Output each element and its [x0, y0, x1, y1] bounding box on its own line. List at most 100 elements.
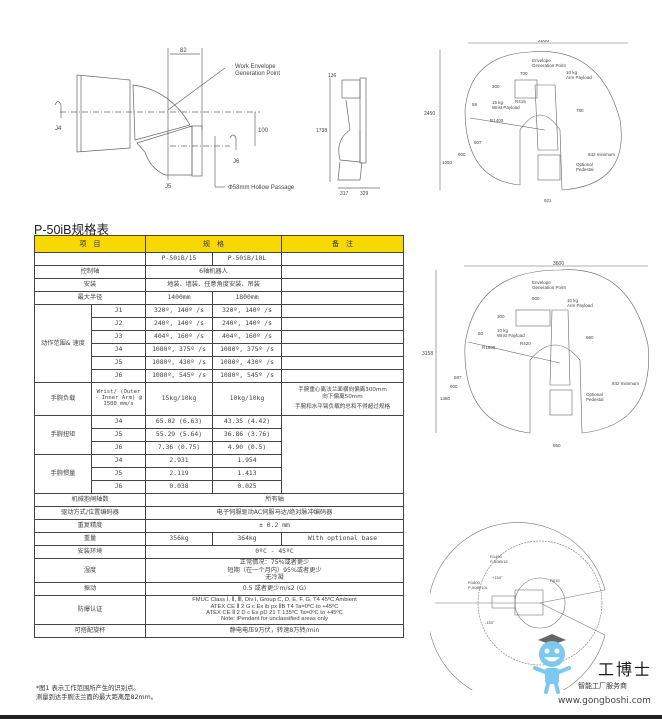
- dim-100: 100: [258, 128, 269, 134]
- arm-payload: 10 kg: [566, 70, 578, 75]
- logo-text: 工博士: [598, 660, 653, 679]
- note-line: 向下偏离50mm: [322, 394, 363, 401]
- j4-label: J4: [55, 126, 62, 132]
- dim-950: 950: [553, 443, 561, 448]
- dim-50: 50: [478, 331, 484, 336]
- model-10l: P-50iB/10L: [212, 252, 282, 266]
- row-label: 安装环境: [34, 545, 146, 559]
- humidity-line: 无冷凝: [265, 574, 284, 582]
- empty-cell: [281, 343, 404, 357]
- pedestal: Optional: [576, 162, 593, 167]
- dim-height: 3158: [422, 351, 433, 357]
- cert-line: ATEX CE Ⅱ 2 D c Ex pD 21 T 135ºC Ta=0ºC …: [206, 610, 343, 616]
- explosion-value: FMUC Class Ⅰ, Ⅱ, Ⅲ, Div I, Group C, D, E…: [145, 595, 404, 625]
- top-view-drawing: R1400 P-50iB/15 R1800 P-50iB/10L +150° -…: [430, 522, 606, 690]
- dim-960: 960: [586, 335, 594, 340]
- row-value: 6轴机器人: [145, 265, 282, 279]
- empty-cell: [281, 415, 404, 494]
- row-label: 驱动方式/位置编码器: [34, 506, 146, 520]
- row-label: 安装: [34, 278, 146, 292]
- table-row: 安装环境 0ºC - 45ºC: [34, 545, 404, 559]
- wrist-payload-2: Wrist Payload: [492, 105, 520, 110]
- table-row: 手腕惯量 J4 2.931 1.954: [34, 454, 404, 494]
- row-label: 手腕负载: [34, 382, 92, 416]
- wrist-payload-2: Wrist Payload: [497, 333, 525, 338]
- table-row: P-50iB/15 P-50iB/10L: [34, 252, 404, 266]
- footnote-line: 测量到达手腕法兰面的最大距离是82mm。: [36, 694, 158, 701]
- row-label: 机械抱闸轴数: [34, 493, 146, 507]
- value-15: 320º, 140º /s: [145, 304, 213, 318]
- table-row: J6 7.36 (0.75) 4.90 (0.5): [35, 441, 404, 455]
- dim-842: 842 minimum: [612, 381, 639, 386]
- j5-label: J5: [165, 184, 172, 190]
- table-row: 安装 地装、墙装、任意角度安装、吊装: [34, 278, 404, 292]
- envelope-10l-drawing: 3600 3158 Envelope Generation Point 900 …: [422, 261, 649, 448]
- envelope-label-2: Generation Point: [532, 285, 567, 290]
- row-value: 电子伺服驱动AC伺服马达/绝对脉冲编码器: [145, 506, 404, 520]
- value-10l: 1080º, 430º /s: [212, 356, 282, 370]
- j6-label: J6: [233, 159, 240, 165]
- arm-payload: 10 kg: [567, 298, 579, 303]
- table-row: 重量 356kg 364kg With optional base: [34, 532, 404, 546]
- hollow-passage-label: Φ58mm Hollow Passage: [228, 185, 295, 191]
- row-label: 防爆认证: [34, 595, 146, 625]
- joint: J5: [91, 356, 146, 370]
- empty-cell: [281, 265, 404, 279]
- joint: J1: [91, 304, 146, 318]
- dim-507: 507: [474, 140, 482, 145]
- joint: J4: [91, 415, 146, 429]
- logo-url: www.gongboshi.com: [558, 696, 651, 706]
- mascot-logo-icon: [533, 634, 571, 694]
- dim-921: 921: [544, 198, 552, 203]
- empty-cell: [281, 330, 404, 344]
- row-label: 湿度: [34, 558, 146, 583]
- table-row: J4 1080º, 375º /s 1080º, 375º /s: [35, 343, 404, 357]
- value-15: 1400mm: [145, 291, 213, 305]
- table-row: 可搭配旋杯 静电电压9万伏，转速8万转/min: [34, 624, 404, 638]
- table-row: 湿度 正常情况：75%或者更少 短期（在一个月内）95%或者更少 无冷凝: [34, 558, 404, 583]
- payload-note: 手腕重心离法兰面横向偏离300mm 向下偏离50mm 手腕和水平臂负载的总和不得…: [281, 382, 404, 416]
- dim-900a: 900: [532, 296, 540, 301]
- footnotes: *图1 表示工作范围所产生的识别点。 测量到达手腕法兰面的最大距离是82mm。: [36, 684, 157, 702]
- table-row: 手腕负载 Wrist/ (Outer - Inner Arm) @ 1500 m…: [34, 382, 404, 416]
- joint: J6: [91, 441, 146, 455]
- row-value: 地装、墙装、任意角度安装、吊装: [145, 278, 282, 292]
- dim-900: 900: [458, 152, 466, 157]
- value-15: 2.119: [145, 467, 213, 481]
- value-15: 356kg: [145, 532, 213, 546]
- dim-1050: 1050: [442, 160, 453, 165]
- arm-payload-2: Arm Payload: [567, 303, 593, 308]
- joint: J3: [91, 330, 146, 344]
- page-title: P-50iB规格表: [34, 223, 110, 237]
- table-row: J3 404º, 160º /s 404º, 160º /s: [35, 330, 404, 344]
- table-row: 重复精度 ± 0.2 mm: [34, 519, 404, 533]
- row-label: 重量: [34, 532, 146, 546]
- joint: J6: [91, 480, 146, 494]
- table-row: 振动 0.5 或者更少m/s2 (G): [34, 582, 404, 596]
- model-15: P-50iB/15: [490, 559, 508, 564]
- envelope-label: Envelope: [532, 280, 551, 285]
- table-row: 手腕扭矩 J4 65.02 (6.63) 43.35 (4.42): [34, 415, 404, 494]
- dim-700: 700: [520, 71, 528, 76]
- empty-cell: [281, 317, 404, 331]
- table-row: 防爆认证 FMUC Class Ⅰ, Ⅱ, Ⅲ, Div I, Group C,…: [34, 595, 404, 625]
- empty-cell: [281, 356, 404, 370]
- value-15: 1080º, 375º /s: [145, 343, 213, 357]
- joint: J4: [91, 454, 146, 468]
- wrist-drawing: 82 Work Envelope Generation Point 100 J4…: [54, 48, 295, 191]
- dim-329: 329: [360, 191, 369, 197]
- model-15: P-50iB/15: [145, 252, 213, 266]
- table-row: 驱动方式/位置编码器 电子伺服驱动AC伺服马达/绝对脉冲编码器: [34, 506, 404, 520]
- row-value: 静电电压9万伏，转速8万转/min: [145, 624, 404, 638]
- empty-cell: [281, 304, 404, 318]
- envelope-15-drawing: 2800 2450 Envelope Generation Point 700 …: [424, 40, 628, 203]
- empty-cell: [281, 278, 404, 292]
- wrist-payload: 10 kg: [497, 328, 509, 333]
- r1800: R1800: [482, 345, 496, 350]
- dim-width: 2800: [538, 40, 549, 44]
- dim-82: 82: [180, 48, 187, 54]
- value-10l: 1080º, 375º /s: [212, 343, 282, 357]
- value-15: 0.038: [145, 480, 213, 494]
- value-15: 55.29 (5.64): [145, 428, 213, 442]
- dim-900: 900: [450, 384, 458, 389]
